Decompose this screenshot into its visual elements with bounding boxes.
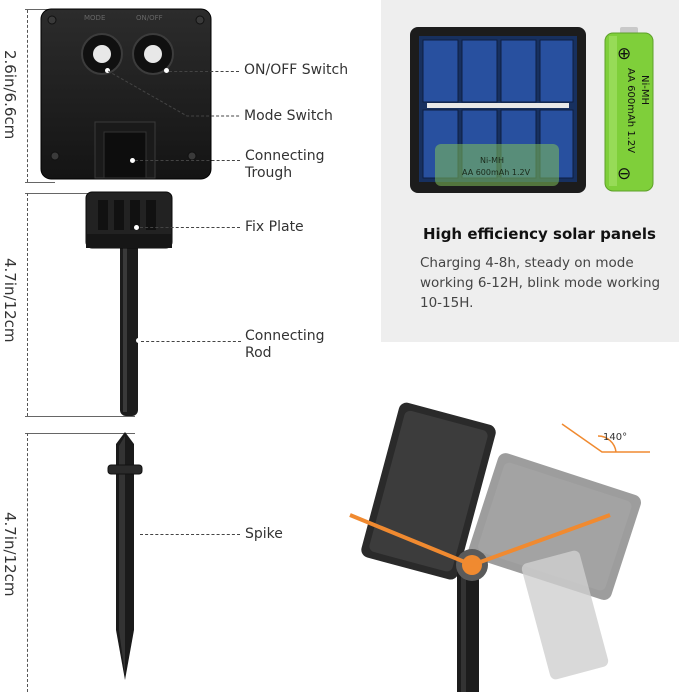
dim-top-line	[27, 10, 28, 182]
label-onoff-switch: ON/OFF Switch	[244, 62, 349, 78]
dim-top-tick-end	[25, 182, 55, 183]
rotation-illustration	[349, 402, 650, 692]
callout-line-mode	[107, 70, 240, 117]
rod-illustration	[85, 191, 173, 416]
label-trough-line1: Connecting	[245, 148, 325, 164]
callout-line-trough	[135, 160, 240, 161]
dim-top-tick-start	[25, 9, 55, 10]
solar-panel-illustration	[410, 27, 586, 193]
dim-bottom-label: 4.7in/12cm	[1, 512, 19, 597]
angle-label: 140°	[603, 432, 628, 443]
spike-illustration	[107, 432, 143, 680]
label-rod-line2: Rod	[245, 345, 272, 361]
battery-label-line2: AA 600mAh 1.2V	[625, 68, 636, 154]
label-mode-switch: Mode Switch	[244, 108, 333, 124]
dim-top-label: 2.6in/6.6cm	[1, 50, 19, 140]
info-description: Charging 4-8h, steady on mode working 6-…	[420, 255, 661, 311]
label-connecting-trough: Connecting Trough	[245, 148, 325, 182]
panel-label-line1: Ni-MH	[480, 156, 505, 165]
battery-plus-icon: ⊕	[617, 44, 632, 64]
callout-line-onoff	[169, 71, 239, 72]
dim-bottom-tick-start	[25, 433, 135, 434]
box-mode-label: MODE	[84, 14, 106, 22]
dim-bottom-line	[27, 433, 28, 692]
dim-middle-tick-start	[25, 193, 95, 194]
label-trough-line2: Trough	[245, 165, 293, 181]
battery-minus-icon: ⊖	[617, 164, 632, 184]
dim-middle-tick-end	[25, 416, 135, 417]
label-connecting-rod: Connecting Rod	[245, 328, 325, 362]
callout-dot-trough	[130, 158, 135, 163]
callout-dot-mode	[105, 68, 110, 73]
label-rod-line1: Connecting	[245, 328, 325, 344]
dim-middle-label: 4.7in/12cm	[1, 258, 19, 343]
label-spike: Spike	[245, 526, 283, 542]
panel-label-line2: AA 600mAh 1.2V	[462, 168, 531, 177]
label-fix-plate: Fix Plate	[245, 219, 304, 235]
battery-label-line1: Ni-MH	[639, 75, 650, 106]
callout-dot-onoff	[164, 68, 169, 73]
callout-line-spike	[140, 534, 240, 535]
dim-middle-line	[27, 193, 28, 416]
battery-illustration	[604, 27, 654, 192]
control-box-illustration	[40, 8, 212, 180]
callout-dot-fixplate	[134, 225, 139, 230]
callout-line-rod	[141, 341, 241, 342]
callout-dot-rod	[136, 338, 141, 343]
callout-line-fixplate	[140, 227, 240, 228]
info-title: High efficiency solar panels	[423, 225, 656, 243]
callout-dot-spike	[134, 531, 139, 536]
box-onoff-label: ON/OFF	[136, 14, 163, 22]
